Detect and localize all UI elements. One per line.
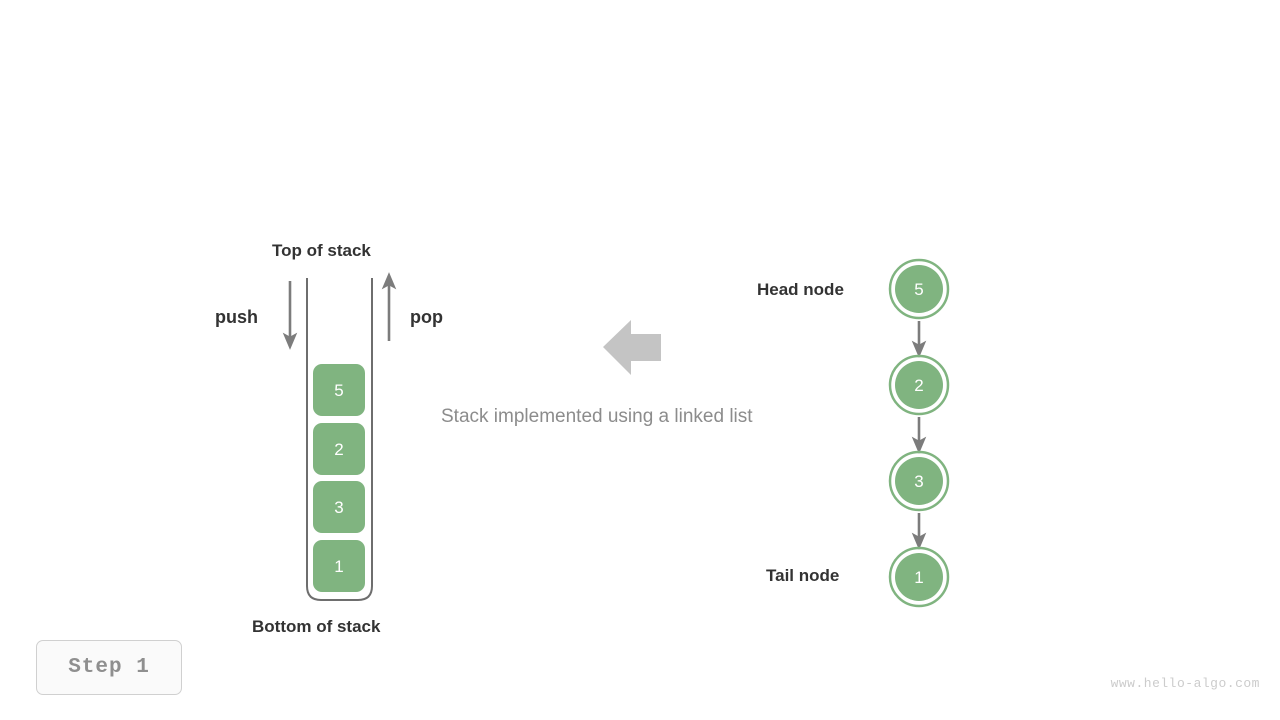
push-label: push [215, 307, 258, 327]
tail-node-label: Tail node [766, 566, 840, 585]
stack-item-box-2 [313, 481, 365, 533]
stack-item-value-2: 3 [334, 498, 344, 517]
bottom-of-stack-label: Bottom of stack [252, 617, 381, 636]
pop-label: pop [410, 307, 443, 327]
linked-list-node-value-2: 3 [914, 472, 924, 491]
watermark: www.hello-algo.com [1110, 676, 1260, 691]
caption-text: Stack implemented using a linked list [441, 406, 753, 427]
linked-list-node-value-1: 2 [914, 376, 924, 395]
stack-container-outline [306, 278, 373, 601]
linked-list-node-0 [888, 258, 950, 320]
linked-list-node-2 [888, 450, 950, 512]
step-badge-label: Step 1 [68, 656, 150, 679]
linked-list-node-3 [888, 546, 950, 608]
linked-list-node-1 [888, 354, 950, 416]
stack-item-value-1: 2 [334, 440, 344, 459]
stack-item-box-0 [313, 364, 365, 416]
stack-item-box-3 [313, 540, 365, 592]
top-of-stack-label: Top of stack [272, 241, 371, 260]
stack-item-value-3: 1 [334, 557, 344, 576]
stack-item-box-1 [313, 423, 365, 475]
stack-item-value-0: 5 [334, 381, 344, 400]
conversion-arrow-icon [603, 320, 661, 375]
step-badge: Step 1 [36, 640, 182, 695]
linked-list-node-value-3: 1 [914, 568, 924, 587]
head-node-label: Head node [757, 280, 844, 299]
linked-list-node-value-0: 5 [914, 280, 924, 299]
